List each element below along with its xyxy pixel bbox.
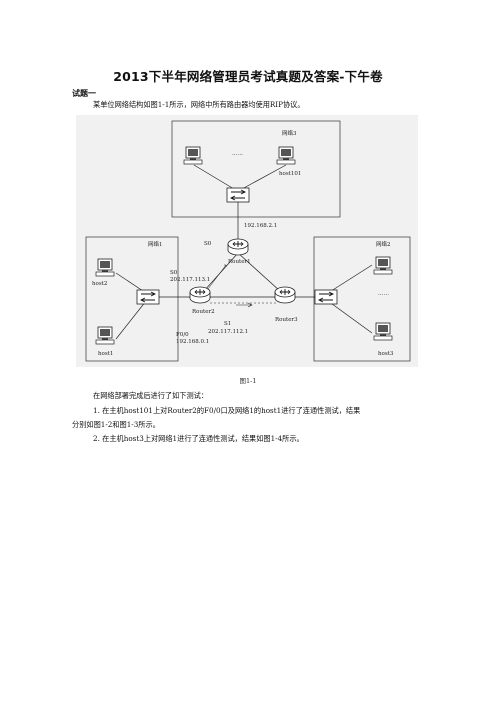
host-network2-top [373, 256, 393, 275]
test-item-1-line2: 分别如图1-2和图1-3所示。 [72, 420, 160, 429]
ip-router1: 192.168.2.1 [244, 223, 277, 229]
host1 [95, 326, 115, 345]
network-diagram: 网络3 …… host101 192.168.2.1 S0 Router1 网络… [76, 115, 418, 367]
host-network3-left [183, 146, 203, 165]
intro-paragraph: 某单位网络结构如图1-1所示，网络中所有路由器均使用RIP协议。 [93, 100, 305, 109]
host3 [373, 322, 393, 341]
network1-box [85, 236, 179, 362]
network2-label: 网络2 [376, 240, 391, 248]
ip-s1: 202.117.112.1 [208, 329, 248, 335]
ip-s0: 202.117.113.1 [170, 277, 210, 283]
s0-router1: S0 [204, 241, 212, 247]
page-title: 2013下半年网络管理员考试真题及答案-下午卷 [113, 69, 383, 84]
host101-label: host101 [279, 171, 301, 177]
question-label: 试题一 [72, 89, 96, 98]
router2 [189, 286, 211, 304]
network2-box [313, 236, 411, 362]
test-item-1-line1: 1. 在主机host101上对Router2的F0/0口及网络1的host1进行… [93, 406, 361, 415]
router3 [274, 286, 296, 304]
switch-network1 [136, 289, 160, 305]
router3-label: Router3 [275, 317, 298, 323]
host101 [276, 146, 296, 165]
f00-label: F0/0 [176, 332, 189, 338]
network1-label: 网络1 [148, 240, 163, 248]
test-item-2: 2. 在主机host3上对网络1进行了连通性测试，结果如图1-4所示。 [93, 434, 304, 443]
switch-network3 [226, 187, 250, 203]
router2-label: Router2 [192, 309, 215, 315]
network3-box [171, 120, 341, 218]
router1 [227, 238, 249, 256]
network2-dots: …… [378, 291, 389, 297]
network3-dots: …… [232, 151, 243, 157]
s0-router2: S0 [170, 270, 178, 276]
host2-label: host2 [92, 281, 107, 287]
ip-f00: 192.168.0.1 [176, 339, 209, 345]
figure-caption: 图1-1 [239, 377, 257, 385]
host2 [95, 258, 115, 277]
network3-label: 网络3 [282, 129, 297, 137]
host1-label: host1 [98, 351, 113, 357]
router1-label: Router1 [228, 259, 251, 265]
s1-label: S1 [224, 321, 231, 327]
test-intro-paragraph: 在网络部署完成后进行了如下测试： [93, 391, 209, 400]
switch-network2 [314, 289, 338, 305]
host3-label: host3 [378, 351, 394, 357]
